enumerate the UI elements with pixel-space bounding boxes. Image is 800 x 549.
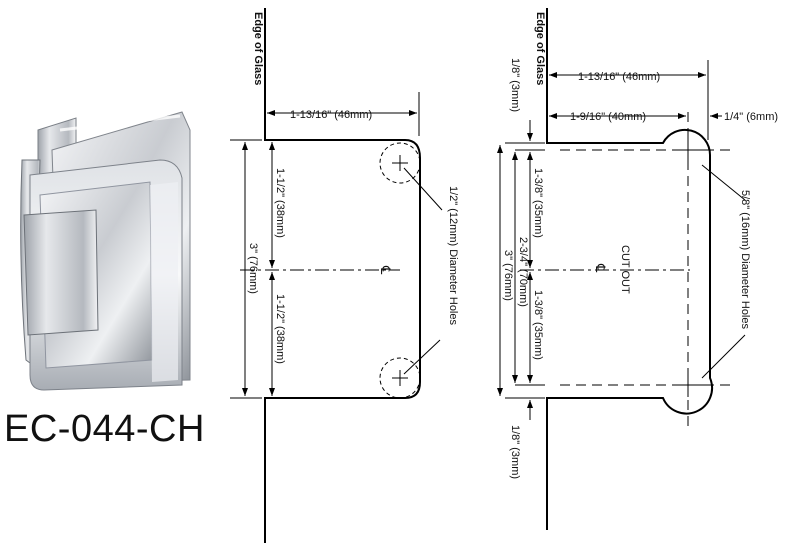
- total-height-label: 3" (76mm): [247, 243, 259, 294]
- hinge-drawing-left: Edge of Glass 1-13/16" (46mm) 1-1/2" (38…: [230, 8, 459, 543]
- total-height-label: 3" (76mm): [502, 250, 514, 301]
- upper-half-label: 1-1/2" (38mm): [274, 168, 286, 238]
- lower-half-label: 1-1/2" (38mm): [274, 294, 286, 364]
- holes-label: 1/2" (12mm) Diameter Holes: [447, 186, 459, 325]
- cutout-height-label: 2-3/4" (70mm): [517, 237, 529, 307]
- edge-of-glass-label: Edge of Glass: [252, 12, 264, 85]
- hinge-drawing-right: Edge of Glass 1-13/16" (46mm) 1-9/16" (4…: [497, 8, 778, 530]
- centerline-symbol: ℄: [378, 265, 393, 275]
- holes-label: 5/8" (16mm) Diameter Holes: [739, 190, 751, 329]
- top-gap-label: 1/8" (3mm): [509, 58, 521, 112]
- bottom-gap-label: 1/8" (3mm): [509, 425, 521, 479]
- glass-outline: [264, 8, 421, 543]
- upper-half-label: 1-3/8" (35mm): [532, 168, 544, 238]
- total-width-label: 1-13/16" (46mm): [578, 71, 660, 83]
- hole-bottom: [379, 357, 421, 399]
- hinge-photo: [20, 111, 191, 391]
- hole-top: [379, 142, 421, 184]
- cutout-label: CUT OUT: [619, 245, 631, 294]
- centerline-symbol: ℄: [593, 263, 608, 273]
- cutout-outline: [546, 8, 713, 530]
- lower-half-label: 1-3/8" (35mm): [532, 290, 544, 360]
- inner-width-label: 1-9/16" (40mm): [570, 111, 646, 123]
- edge-of-glass-label: Edge of Glass: [534, 12, 546, 85]
- model-number: EC-044-CH: [4, 408, 205, 450]
- width-label: 1-13/16" (46mm): [290, 109, 372, 121]
- notch-label: 1/4" (6mm): [724, 111, 778, 123]
